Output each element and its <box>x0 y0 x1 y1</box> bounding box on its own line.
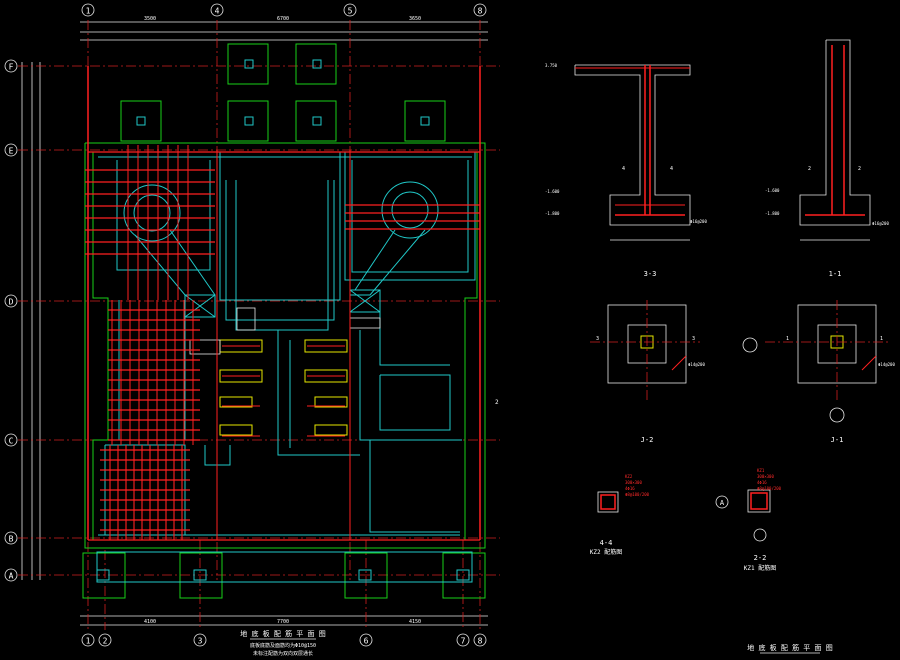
svg-text:1: 1 <box>86 637 91 646</box>
dim-top-2: 6700 <box>277 16 289 22</box>
s33-mark-2: -1.600 <box>545 189 560 194</box>
s11-label: 1-1 <box>829 270 842 278</box>
kz2-line-2: 300×300 <box>625 480 642 485</box>
plan-note-2: 未标注配筋为双向双层通长 <box>253 650 313 657</box>
section-mark-4b: 4 <box>670 166 673 172</box>
grid-bubble-bottom-8: 8 <box>473 633 487 647</box>
svg-text:2: 2 <box>103 637 108 646</box>
kz1-line-3: 4Φ16 <box>757 480 767 485</box>
right-title: 地 底 板 配 筋 平 面 图 <box>747 643 833 652</box>
kz1-label: 2-2 <box>754 554 767 562</box>
footing-j1: Φ14@200 1 1 J-1 <box>742 300 895 444</box>
openings <box>189 307 381 436</box>
kz2-line-1: KZ2 <box>625 474 633 479</box>
section-mark-4a: 4 <box>622 166 625 172</box>
s11-mark-2: -1.800 <box>765 211 780 216</box>
section-mark-3a: 3 <box>596 336 599 342</box>
svg-text:3: 3 <box>198 637 203 646</box>
grid-bubble-top-5: 5 <box>343 3 357 17</box>
grid-bubble-bottom-1: 1 <box>81 633 95 647</box>
kz1-line-1: KZ1 <box>757 468 765 473</box>
grid-bubble-top-8: 8 <box>473 3 487 17</box>
section-mark-1b: 1 <box>880 336 883 342</box>
svg-text:5: 5 <box>348 7 353 16</box>
section-mark-2a: 2 <box>808 166 811 172</box>
grid-bubble-left-A: A <box>4 568 18 582</box>
s33-mark-1: 3.750 <box>545 63 558 68</box>
section-mark-1a: 1 <box>786 336 789 342</box>
dim-top-1: 3500 <box>144 16 156 22</box>
dim-bottom-2: 7700 <box>277 619 289 625</box>
s33-mark-3: -1.800 <box>545 211 560 216</box>
dim-bottom-3: 4150 <box>409 619 421 625</box>
dim-bottom-1: 4100 <box>144 619 156 625</box>
plan-note-1: 底板底筋及面筋均为Φ10@150 <box>250 642 316 649</box>
kz2-label: 4-4 <box>600 539 613 547</box>
rebar-pattern <box>85 66 481 541</box>
section-1-1: -1.600 -1.800 Φ16@200 2 2 1-1 <box>765 39 889 278</box>
j1-mark: Φ14@200 <box>878 362 895 367</box>
s11-mark-3: Φ16@200 <box>872 221 889 226</box>
svg-text:D: D <box>9 298 14 307</box>
kz1-sub: KZ1 配筋图 <box>744 564 776 572</box>
svg-text:E: E <box>9 147 14 156</box>
svg-text:F: F <box>9 63 14 72</box>
grid-bubble-top-4: 4 <box>210 3 224 17</box>
dim-top-3: 3650 <box>409 16 421 22</box>
section-mark-2c: 2 <box>495 399 499 406</box>
kz1-axis: A <box>720 499 725 507</box>
s33-mark-4: Φ16@200 <box>690 219 707 224</box>
s33-label: 3-3 <box>644 270 657 278</box>
j2-mark: Φ14@200 <box>688 362 705 367</box>
footing-j2: Φ14@200 3 3 J-2 <box>590 300 705 444</box>
section-mark-3b: 3 <box>692 336 695 342</box>
kz2-line-4: Φ8@100/200 <box>625 492 650 497</box>
grid-bubble-top-1: 1 <box>81 3 95 17</box>
svg-text:1: 1 <box>86 7 91 16</box>
svg-text:4: 4 <box>215 7 220 16</box>
kz2-sub: KZ2 配筋图 <box>590 548 622 556</box>
svg-text:7: 7 <box>461 637 466 646</box>
grid-bubble-bottom-6: 6 <box>359 633 373 647</box>
column-kz2: KZ2 300×300 4Φ16 Φ8@100/200 4-4 KZ2 配筋图 <box>590 474 650 556</box>
grid-bubble-left-D: D <box>4 294 18 308</box>
svg-text:B: B <box>9 535 14 544</box>
svg-text:8: 8 <box>478 637 483 646</box>
plan-title: 地 底 板 配 筋 平 面 图 <box>240 629 326 638</box>
grid-bubbles: 1 4 5 8 1 2 3 6 7 8 F E D C B A <box>4 3 487 647</box>
section-3-3: 3.750 -1.600 -1.800 Φ16@200 4 4 3-3 <box>545 63 707 278</box>
kz1-line-4: Φ8@100/200 <box>757 486 782 491</box>
svg-text:C: C <box>9 437 14 446</box>
section-mark-2b: 2 <box>858 166 861 172</box>
grid-bubble-bottom-2: 2 <box>98 633 112 647</box>
svg-text:6: 6 <box>364 637 369 646</box>
grid-bubble-left-F: F <box>4 59 18 73</box>
svg-text:A: A <box>9 572 14 581</box>
grid-bubble-left-C: C <box>4 433 18 447</box>
dimension-texts: 3500 6700 3650 4100 7700 4150 <box>144 16 421 625</box>
s11-mark-1: -1.600 <box>765 188 780 193</box>
grid-bubble-left-B: B <box>4 531 18 545</box>
grid-bubble-bottom-3: 3 <box>193 633 207 647</box>
svg-text:8: 8 <box>478 7 483 16</box>
grid-bubble-bottom-7: 7 <box>456 633 470 647</box>
j1-label: J-1 <box>831 436 844 444</box>
kz1-line-2: 300×300 <box>757 474 774 479</box>
column-kz1: A KZ1 300×300 4Φ16 Φ8@100/200 2-2 KZ1 配筋… <box>715 468 782 572</box>
foundation-plan <box>18 20 500 630</box>
grid-bubble-left-E: E <box>4 143 18 157</box>
j2-label: J-2 <box>641 436 654 444</box>
kz2-line-3: 4Φ16 <box>625 486 635 491</box>
